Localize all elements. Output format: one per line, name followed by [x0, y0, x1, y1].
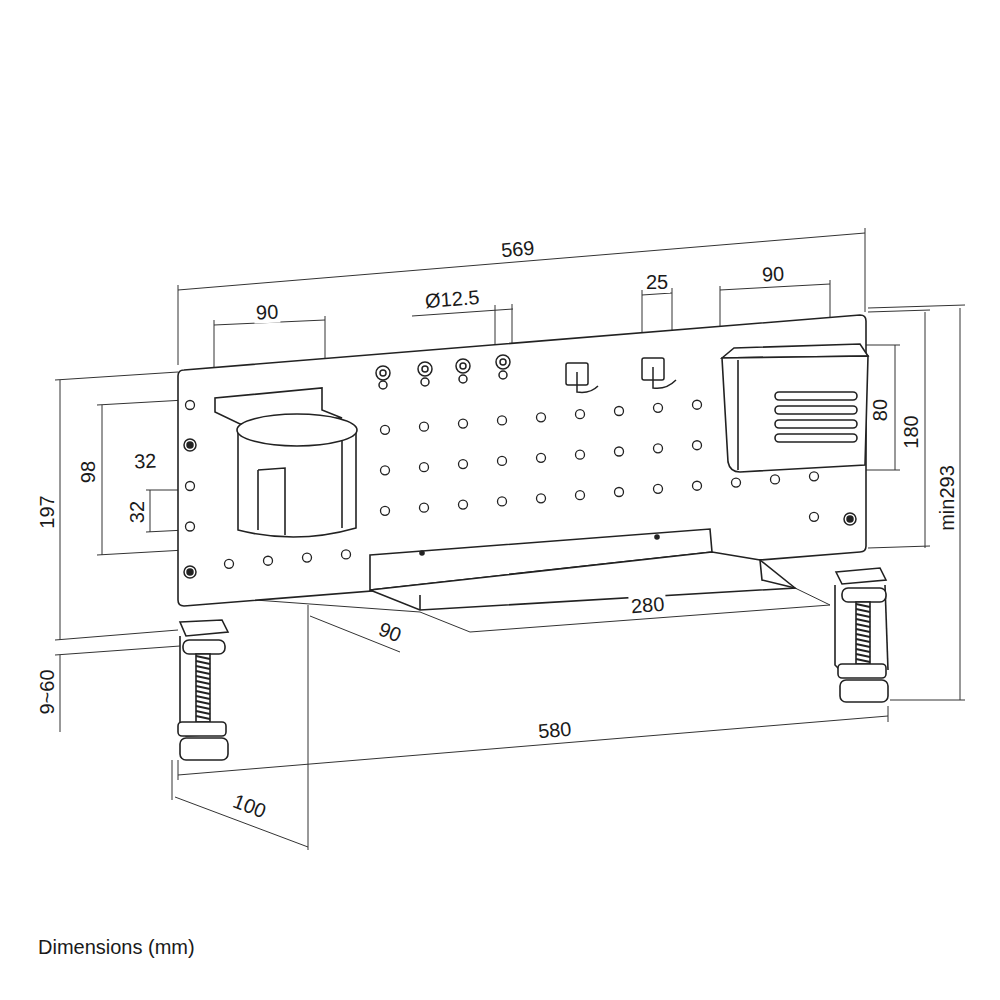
- peg-hole: [186, 401, 195, 410]
- screw-thread: [196, 706, 210, 709]
- peg-hole: [537, 453, 546, 462]
- dimension-label: 25: [644, 271, 670, 293]
- peg-hole: [810, 512, 819, 521]
- dimension-label: 580: [535, 717, 574, 742]
- dimension-label: min293: [936, 463, 958, 533]
- dimension-label: 197: [36, 493, 58, 530]
- peg-hole: [537, 494, 546, 503]
- peg-hole: [264, 556, 273, 565]
- peg-hole: [225, 559, 234, 568]
- peg-hole: [381, 425, 390, 434]
- peg-hole: [693, 481, 702, 490]
- peg-hole: [576, 410, 585, 419]
- desk-clamp: [835, 568, 888, 702]
- peg-hole: [498, 497, 507, 506]
- pegs-and-hooks: [376, 355, 676, 392]
- peg-hole: [810, 472, 819, 481]
- screw-thread: [196, 676, 210, 679]
- dimension-label: Ø12.5: [422, 286, 482, 312]
- dimension-label: 280: [629, 593, 668, 618]
- screw-thread: [196, 681, 210, 684]
- peg-hole: [732, 478, 741, 487]
- screw-thread: [196, 671, 210, 674]
- dimension-label: 569: [498, 236, 537, 261]
- dimension-label: 32: [126, 499, 148, 525]
- peg-hole: [381, 506, 390, 515]
- peg-hole: [615, 488, 624, 497]
- peg-hole: [381, 466, 390, 475]
- dimension-label: 32: [131, 449, 158, 472]
- peg-hole: [459, 500, 468, 509]
- peg-hole: [498, 416, 507, 425]
- screw-thread: [196, 656, 210, 659]
- screw-thread: [196, 666, 210, 669]
- peg-hole: [654, 484, 663, 493]
- screw-thread: [856, 659, 870, 662]
- cup-holder: [215, 388, 357, 537]
- desk-clamp: [178, 620, 228, 760]
- storage-basket: [722, 344, 868, 472]
- screw-thread: [196, 661, 210, 664]
- shelf: [370, 529, 795, 610]
- dimension-label: 180: [900, 413, 922, 450]
- peg-hole: [420, 503, 429, 512]
- peg-hole: [420, 463, 429, 472]
- screw-thread: [196, 691, 210, 694]
- screw-thread: [196, 716, 210, 719]
- dimension-label: 90: [374, 617, 406, 647]
- peg-hole: [693, 400, 702, 409]
- peg-hole: [186, 522, 195, 531]
- peg-hole: [654, 444, 663, 453]
- screw-thread: [856, 634, 870, 637]
- peg-hole: [537, 413, 546, 422]
- caption: Dimensions (mm): [38, 936, 195, 959]
- peg-hole: [459, 419, 468, 428]
- screw-thread: [196, 701, 210, 704]
- peg-hole: [615, 447, 624, 456]
- screw-thread: [856, 609, 870, 612]
- dimension-label: 90: [253, 300, 280, 323]
- screw-thread: [856, 639, 870, 642]
- peg-holes: [186, 400, 819, 568]
- dimension-label: 98: [77, 459, 99, 485]
- screw-thread: [196, 696, 210, 699]
- screw-thread: [856, 654, 870, 657]
- peg-hole: [576, 450, 585, 459]
- dimension-lines: [55, 228, 965, 850]
- screw-thread: [856, 614, 870, 617]
- peg-hole: [654, 403, 663, 412]
- screw-thread: [856, 604, 870, 607]
- screw-thread: [856, 624, 870, 627]
- peg-hole: [420, 422, 429, 431]
- peg-hole: [186, 482, 195, 491]
- dimension-label: 80: [869, 397, 891, 423]
- peg-hole: [459, 460, 468, 469]
- screw-thread: [856, 644, 870, 647]
- screw-thread: [196, 711, 210, 714]
- peg-hole: [693, 441, 702, 450]
- peg-hole: [342, 550, 351, 559]
- screw-thread: [856, 629, 870, 632]
- screw-thread: [856, 619, 870, 622]
- screw-thread: [196, 686, 210, 689]
- dimension-label: 9~60: [36, 667, 58, 716]
- peg-hole: [576, 491, 585, 500]
- dimension-label: 100: [229, 789, 272, 823]
- peg-hole: [771, 475, 780, 484]
- dimension-label: 90: [759, 263, 786, 286]
- peg-hole: [498, 456, 507, 465]
- peg-hole: [303, 553, 312, 562]
- screw-thread: [856, 649, 870, 652]
- peg-hole: [615, 407, 624, 416]
